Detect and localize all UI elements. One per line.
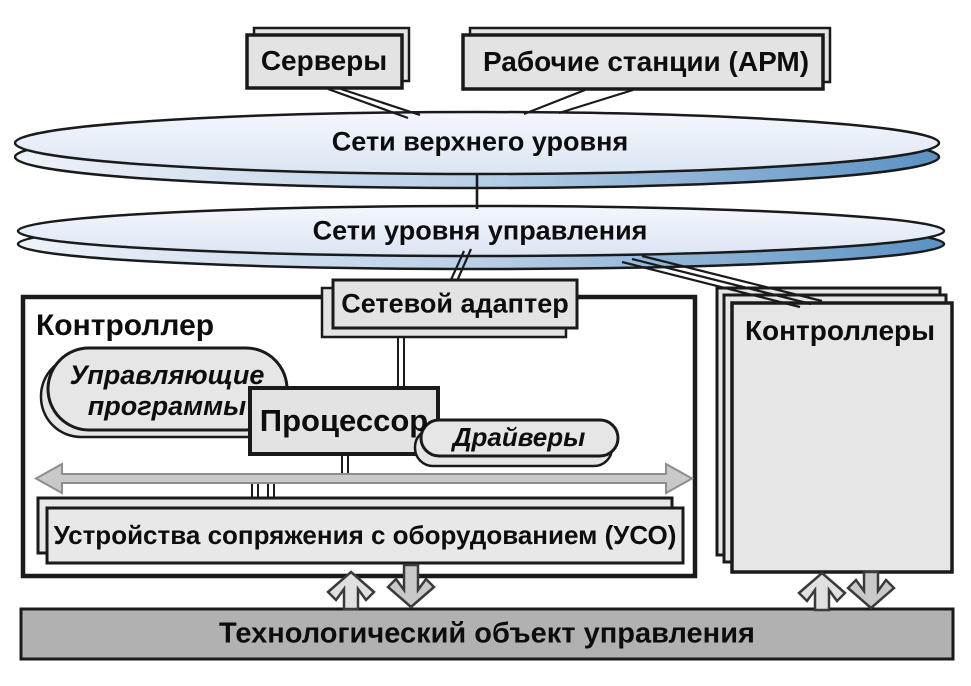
processor-label: Процессор [259,403,429,439]
control-programs-line1: Управляющие [69,359,265,390]
left-down-arrow [386,563,436,609]
controllers-link-line-3 [641,254,823,303]
uso-label: Устройства сопряжения с оборудованием (У… [53,520,677,551]
controllers-label: Контроллеры [744,314,936,346]
control-network-label: Сети уровня управления [312,215,648,246]
workstations-box [461,26,832,91]
servers-link-line-2 [340,87,421,117]
right-up-arrow [797,571,847,612]
controllers-link-lines [621,254,823,309]
control-programs-label: Управляющие программы [70,360,265,422]
controllers-stack [715,286,954,574]
network-adapter-box [320,278,579,339]
adapter-link-line-2 [455,248,473,282]
io-arrows [326,563,896,612]
uso-box [36,496,685,565]
workstations-link-line-2 [558,88,634,115]
drivers-stadium [413,418,620,468]
controllers-link-line-1 [621,260,801,309]
network-adapter-label: Сетевой адаптер [341,288,569,319]
drivers-label: Драйверы [452,422,586,453]
servers-label: Серверы [260,44,388,76]
servers-link-line-1 [327,87,409,120]
technological-object-label: Технологический объект управления [219,617,755,650]
control-network-disk [16,204,946,271]
adapter-link-line-1 [448,250,466,283]
workstations-link-line-1 [523,88,586,116]
controller-label: Контроллер [36,308,215,342]
technological-object-bar [19,607,955,661]
internal-bus-arrow [33,462,695,495]
controllers-link-line-2 [631,257,812,306]
right-down-arrow [846,570,896,610]
left-up-arrow [326,570,376,611]
connector-lines-top [327,87,634,283]
upper-network-disk [13,110,941,190]
upper-network-label: Сети верхнего уровня [331,126,629,157]
servers-box [245,26,411,90]
control-programs-line2: программы [87,391,247,421]
workstations-label: Рабочие станции (АРМ) [482,45,810,77]
